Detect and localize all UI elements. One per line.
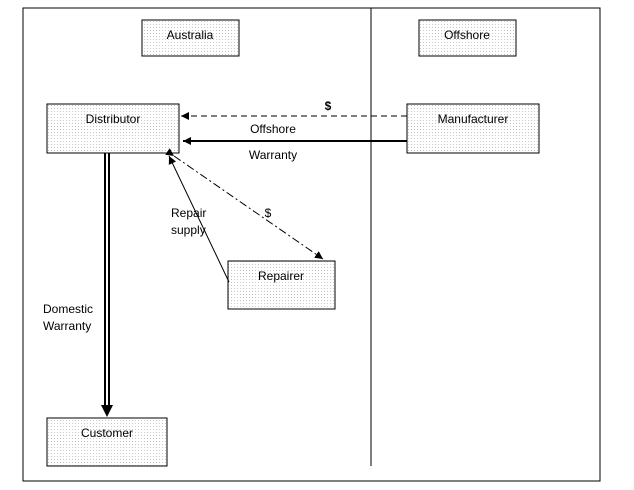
edge-domestic-warranty-label-2: Warranty — [43, 319, 91, 333]
node-repairer-label: Repairer — [258, 269, 304, 283]
node-customer-label: Customer — [81, 426, 133, 440]
edge-repairer-payment-label: $ — [265, 206, 272, 220]
region-offshore: Offshore — [418, 19, 517, 57]
edge-domestic-warranty-label-1: Domestic — [43, 302, 93, 316]
edge-offshore-warranty-label-2: Warranty — [249, 148, 297, 162]
edge-repairer-payment — [165, 148, 324, 260]
node-distributor-label: Distributor — [86, 112, 141, 126]
edge-payment-label: $ — [325, 99, 332, 113]
edge-domestic-warranty-arrowhead — [101, 405, 113, 417]
node-distributor: Distributor — [46, 103, 180, 154]
region-australia-label: Australia — [167, 28, 214, 42]
edge-offshore-warranty-label-1: Offshore — [250, 122, 296, 136]
node-customer: Customer — [46, 417, 168, 467]
region-offshore-label: Offshore — [444, 28, 490, 42]
edge-repair-supply-label-1: Repair — [171, 206, 206, 220]
edge-repair-supply-label-2: supply — [171, 223, 206, 237]
region-australia: Australia — [141, 19, 240, 57]
node-manufacturer-label: Manufacturer — [438, 112, 509, 126]
node-repairer: Repairer — [227, 260, 336, 310]
node-manufacturer: Manufacturer — [406, 103, 540, 154]
edge-repair-supply — [168, 155, 230, 283]
